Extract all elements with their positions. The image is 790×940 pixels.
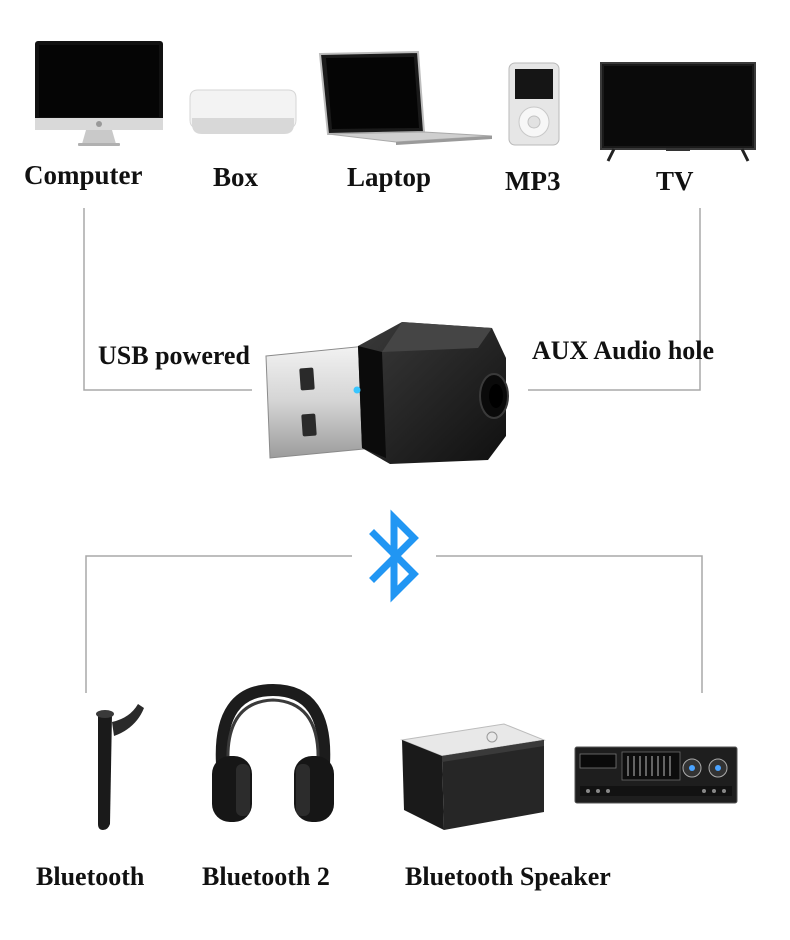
headset-icon (86, 700, 152, 832)
usb-adapter-icon (262, 318, 518, 468)
amplifier-icon (574, 746, 738, 806)
usb-connector-line (83, 208, 252, 391)
tv-box-icon (188, 88, 298, 140)
bluetooth-speaker-label: Bluetooth Speaker (405, 862, 611, 891)
box-label: Box (213, 162, 259, 192)
aux-connector-line (528, 208, 701, 391)
bluetooth-2-label: Bluetooth 2 (202, 862, 330, 891)
mp3-label: MP3 (505, 166, 561, 196)
usb-powered-label: USB powered (98, 341, 250, 370)
laptop-label: Laptop (347, 162, 432, 192)
mp3-player-icon (508, 62, 560, 146)
headphones-icon (208, 684, 338, 830)
computer-icon (34, 40, 164, 146)
tv-label: TV (656, 166, 694, 196)
speaker-icon (398, 720, 548, 832)
right-bluetooth-line (436, 555, 703, 693)
bluetooth-icon (368, 508, 422, 604)
computer-label: Computer (24, 160, 143, 190)
laptop-icon (316, 50, 494, 146)
aux-audio-label: AUX Audio hole (532, 336, 715, 365)
bluetooth-headset-label: Bluetooth (36, 862, 145, 891)
tv-icon (600, 62, 756, 162)
left-bluetooth-line (85, 555, 352, 693)
